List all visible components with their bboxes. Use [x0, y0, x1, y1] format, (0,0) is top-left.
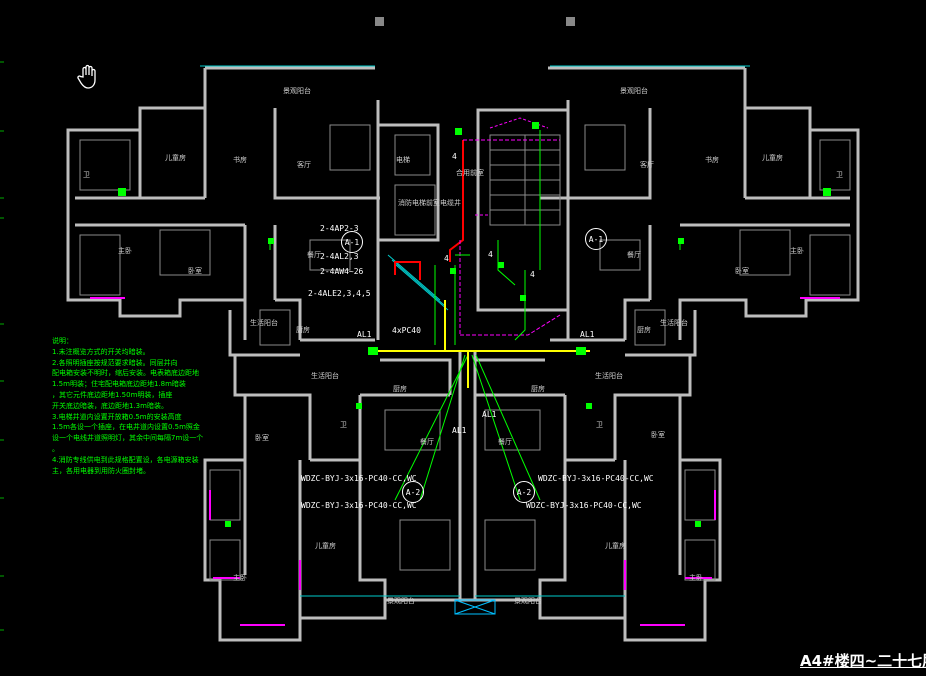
room-label: 主卧	[233, 574, 247, 582]
room-label: 书房	[233, 156, 247, 164]
room-label: 生活阳台	[660, 319, 688, 327]
label-pipe: 4xPC40	[392, 326, 421, 335]
room-label: 景观阳台	[283, 87, 311, 95]
panel-box-al1-left	[368, 347, 378, 355]
note-line: 开关底边暗装，底边距地1.3m暗装。	[52, 401, 168, 410]
room-label: 消防电梯前室电缆井	[398, 199, 461, 207]
label-ale: 2-4ALE2,3,4,5	[308, 289, 371, 298]
room-label: 主卧	[790, 247, 804, 255]
room-label: 厨房	[637, 326, 651, 334]
room-label: 卫	[340, 421, 347, 429]
room-label: 生活阳台	[311, 372, 339, 380]
room-label: 厨房	[393, 385, 407, 393]
room-label: 景观阳台	[387, 597, 415, 605]
label-aw: 2-4AW4~26	[320, 267, 364, 276]
room-label: 电梯	[396, 156, 410, 164]
label-cable-right-bot: WDZC-BYJ-3x16-PC40-CC,WC	[526, 501, 642, 510]
room-label: 卧室	[735, 267, 749, 275]
room-label: 儿童房	[605, 542, 626, 550]
room-label: 餐厅	[307, 251, 321, 259]
pan-hand-icon[interactable]	[76, 64, 100, 90]
axis-marker-right	[566, 17, 575, 26]
main-busbar	[375, 300, 590, 388]
label-num-4: 4	[452, 152, 457, 161]
room-label: 主卧	[689, 574, 703, 582]
room-label: 卧室	[255, 434, 269, 442]
label-al1-center-b: AL1	[482, 410, 497, 419]
note-line: 4.消防专线供电到此规格配置设，各电源箱安装	[52, 455, 199, 464]
note-line: 。	[52, 444, 59, 453]
room-label: 卫	[836, 171, 843, 179]
marker-a1-left: A-1	[341, 231, 363, 253]
label-al1-right: AL1	[580, 330, 595, 339]
note-line: 主，各用电器到用防火圈封堵。	[52, 466, 150, 475]
windows	[90, 297, 840, 626]
room-label: 厨房	[296, 326, 310, 334]
room-label: 合用前室	[456, 169, 484, 177]
note-line: ，其它元件底边距地1.50m明装，插座	[52, 390, 173, 399]
axis-marker-left	[375, 17, 384, 26]
room-label: 景观阳台	[514, 597, 542, 605]
room-label: 书房	[705, 156, 719, 164]
marker-a1-right: A-1	[585, 228, 607, 250]
marker-a2-right: A-2	[513, 481, 535, 503]
room-label: 主卧	[118, 247, 132, 255]
room-label: 餐厅	[420, 438, 434, 446]
note-line: 2.各照明插座按规范要求暗装。同层并向	[52, 358, 178, 367]
room-label: 卫	[83, 171, 90, 179]
room-label: 儿童房	[315, 542, 336, 550]
room-label: 客厅	[640, 161, 654, 169]
room-label: 生活阳台	[595, 372, 623, 380]
panel-box-al1-right	[576, 347, 586, 355]
fire-wiring	[394, 117, 561, 336]
label-al1-center-a: AL1	[452, 426, 467, 435]
label-al1-left: AL1	[357, 330, 372, 339]
room-label: 餐厅	[627, 251, 641, 259]
label-cable-left-top: WDZC-BYJ-3x16-PC40-CC,WC	[301, 474, 417, 483]
note-line: 1.未注概览方式的开关均暗装。	[52, 347, 150, 356]
label-al: 2-4AL2,3	[320, 252, 359, 261]
room-label: 儿童房	[762, 154, 783, 162]
note-line: 1.5m各设一个插座，在电井道内设置0.5m照金	[52, 423, 200, 432]
room-label: 生活阳台	[250, 319, 278, 327]
label-cable-right-top: WDZC-BYJ-3x16-PC40-CC,WC	[538, 474, 654, 483]
label-num-4: 4	[444, 254, 449, 263]
room-label: 厨房	[531, 385, 545, 393]
notes-heading: 说明：	[52, 337, 73, 345]
inner-walls	[79, 124, 851, 581]
entrance-symbol	[454, 599, 496, 615]
label-num-4: 4	[488, 250, 493, 259]
room-label: 卫	[596, 421, 603, 429]
note-line: 设一个电线井道照明灯，其余中间每隔7m设一个	[52, 434, 204, 443]
room-label: 餐厅	[498, 438, 512, 446]
power-wiring	[269, 130, 681, 501]
note-line: 3.电梯井道内设置开放箱0.5m的安装高度	[52, 412, 182, 421]
building-walls	[66, 66, 860, 642]
design-notes: 说明： 1.未注概览方式的开关均暗装。 2.各照明插座按规范要求暗装。同层并向 …	[52, 336, 290, 476]
room-label: 儿童房	[165, 154, 186, 162]
drawing-title: A4#楼四~二十七层配电	[800, 652, 926, 670]
label-ap: 2-4AP2-3	[320, 224, 359, 233]
distribution-boxes	[118, 122, 831, 527]
room-label: 卧室	[651, 431, 665, 439]
room-label: 景观阳台	[620, 87, 648, 95]
edge-ticks	[0, 61, 4, 631]
note-line: 配电箱安装不明时，缩后安装。电表箱底边距地	[52, 369, 199, 378]
room-label: 卧室	[188, 267, 202, 275]
label-cable-left-bot: WDZC-BYJ-3x16-PC40-CC,WC	[301, 501, 417, 510]
note-line: 1.5m明装；住宅配电箱底边距地1.8m暗装	[52, 380, 186, 389]
marker-a2-left: A-2	[402, 481, 424, 503]
room-label: 客厅	[297, 161, 311, 169]
label-num-4: 4	[530, 270, 535, 279]
